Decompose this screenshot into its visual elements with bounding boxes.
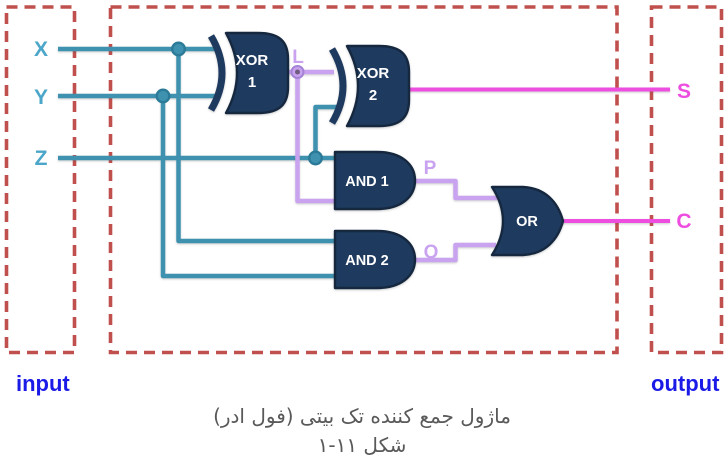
gate-or: OR: [490, 185, 565, 257]
teal-wires: [58, 46, 340, 279]
gate-xor2: XOR 2: [328, 44, 411, 128]
output-group-box: [649, 5, 724, 355]
and1-body: [333, 150, 417, 211]
wire-p: [413, 178, 497, 201]
signal-label-l: L: [292, 47, 304, 68]
wire-q: [413, 242, 496, 263]
caption-title: ماژول جمع کننده تک بیتی (فول ادر): [213, 404, 511, 428]
xor1-label-line1: XOR: [236, 52, 269, 69]
purple-wires: [286, 69, 497, 263]
caption-figure-number: شکل ۱۱-۱: [317, 433, 407, 457]
junction-dot-z: [308, 150, 324, 166]
output-label-c: C: [676, 210, 691, 233]
signal-label-p: P: [424, 158, 437, 179]
and1-label: AND 1: [345, 174, 389, 190]
xor2-input-stripe: [328, 47, 347, 125]
input-label-y: Y: [34, 86, 48, 109]
input-group-box: [4, 5, 77, 355]
and2-body: [333, 229, 417, 290]
input-label-z: Z: [35, 147, 48, 170]
wire-l-branch-to-and1: [295, 72, 338, 204]
gate-and2: AND 2: [333, 229, 417, 290]
xor2-body: [345, 44, 411, 128]
wire-z-branch-to-xor2: [313, 104, 340, 158]
output-section-label: output: [651, 371, 720, 396]
xor1-body: [224, 31, 290, 115]
circuit-group-box: [108, 5, 619, 355]
figure-caption: ماژول جمع کننده تک بیتی (فول ادر) شکل ۱۱…: [0, 402, 724, 460]
junction-dot-l-center: [295, 69, 300, 75]
output-label-s: S: [677, 80, 691, 103]
wire-y-branch-to-and2: [160, 96, 338, 279]
xor2-label-line1: XOR: [357, 65, 390, 82]
or-body: [490, 185, 565, 257]
xor1-input-stripe: [207, 34, 226, 112]
wire-x-branch-to-and2: [176, 49, 338, 244]
gates: XOR 1 XOR 2 AND 1 AND 2 OR: [207, 31, 565, 290]
gate-xor1: XOR 1: [207, 31, 290, 115]
or-label: OR: [516, 214, 538, 230]
input-section-label: input: [16, 371, 70, 396]
signal-label-q: Q: [424, 242, 439, 263]
gate-and1: AND 1: [333, 150, 417, 211]
junction-dot-y: [155, 88, 171, 104]
input-label-x: X: [34, 38, 48, 61]
and2-label: AND 2: [345, 253, 389, 269]
junction-dot-x: [170, 41, 186, 57]
xor2-label-line2: 2: [369, 87, 377, 104]
full-adder-circuit-diagram: XOR 1 XOR 2 AND 1 AND 2 OR: [4, 5, 724, 355]
xor1-label-line2: 1: [248, 74, 256, 91]
pink-wires: [408, 87, 670, 223]
